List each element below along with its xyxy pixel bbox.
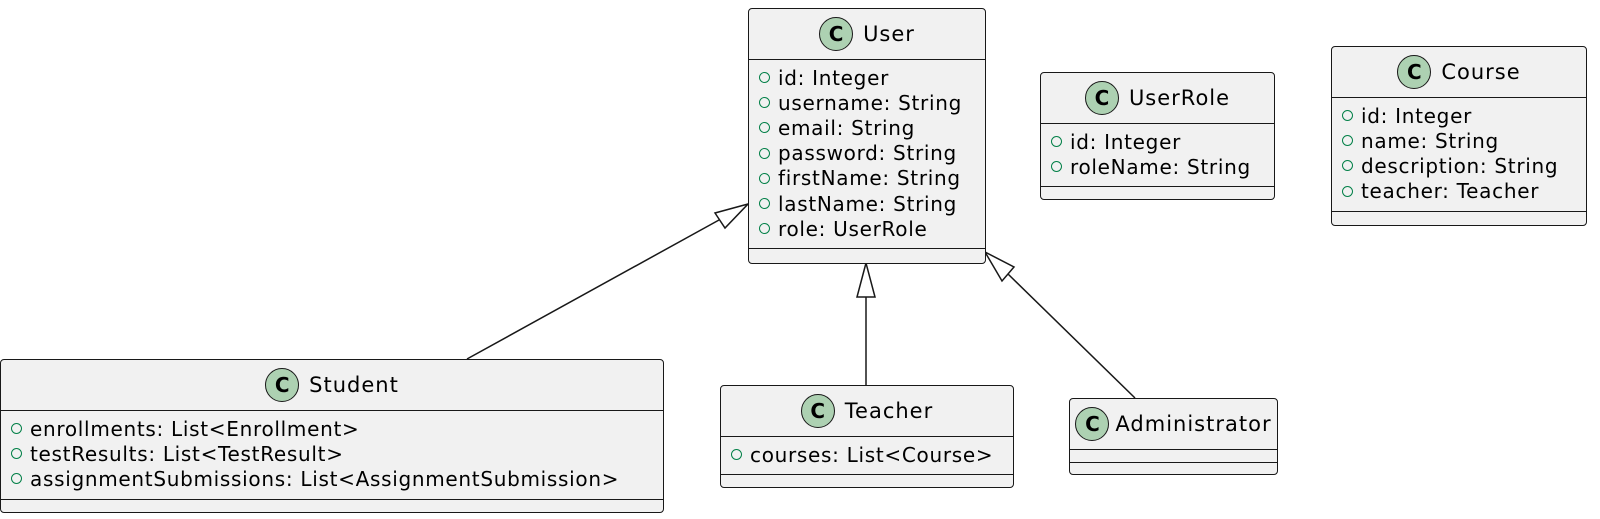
class-userrole[interactable]: C UserRole id: Integer roleName: String — [1040, 72, 1275, 200]
public-visibility-icon — [1342, 110, 1353, 122]
inheritance-arrow-administrator-user — [983, 250, 1016, 283]
method-compartment — [1332, 212, 1586, 220]
class-name: Course — [1441, 60, 1521, 84]
public-visibility-icon — [1342, 185, 1353, 197]
public-visibility-icon — [759, 223, 770, 235]
class-teacher[interactable]: C Teacher courses: List<Course> — [720, 385, 1014, 488]
attribute: description: String — [1332, 153, 1586, 178]
class-user[interactable]: C User id: Integer username: String emai… — [748, 8, 986, 264]
public-visibility-icon — [1342, 160, 1353, 172]
class-c-icon: C — [1084, 81, 1119, 115]
attribute-list: courses: List<Course> — [721, 437, 1013, 476]
class-header: C Teacher — [721, 386, 1013, 437]
attribute-text: courses: List<Course> — [750, 442, 994, 467]
attribute: enrollments: List<Enrollment> — [1, 416, 663, 441]
attribute: testResults: List<TestResult> — [1, 441, 663, 466]
class-header: C User — [749, 9, 985, 60]
attribute: name: String — [1332, 128, 1586, 153]
public-visibility-icon — [1051, 161, 1062, 173]
class-name: Administrator — [1115, 412, 1272, 436]
public-visibility-icon — [11, 448, 22, 460]
attribute: teacher: Teacher — [1332, 179, 1586, 204]
public-visibility-icon — [759, 172, 770, 184]
class-name: Student — [309, 373, 399, 397]
attribute-text: testResults: List<TestResult> — [30, 441, 344, 466]
attribute-text: email: String — [778, 115, 916, 140]
class-c-icon: C — [265, 368, 300, 402]
method-compartment — [721, 475, 1013, 483]
public-visibility-icon — [11, 473, 22, 485]
attribute: roleName: String — [1041, 154, 1274, 179]
attribute-text: firstName: String — [778, 166, 961, 191]
attribute: lastName: String — [749, 191, 985, 216]
attribute-text: lastName: String — [778, 191, 958, 216]
class-administrator[interactable]: C Administrator — [1069, 398, 1278, 475]
public-visibility-icon — [759, 72, 770, 84]
attribute-text: role: UserRole — [778, 216, 928, 241]
class-student[interactable]: C Student enrollments: List<Enrollment> … — [0, 359, 664, 513]
attribute-text: id: Integer — [778, 65, 889, 90]
attribute: password: String — [749, 141, 985, 166]
attribute-text: assignmentSubmissions: List<AssignmentSu… — [30, 466, 620, 491]
public-visibility-icon — [759, 198, 770, 210]
inheritance-line-student-user — [466, 219, 720, 360]
method-compartment — [1, 500, 663, 508]
method-compartment — [1070, 463, 1277, 471]
public-visibility-icon — [759, 97, 770, 109]
public-visibility-icon — [759, 147, 770, 159]
class-header: C UserRole — [1041, 73, 1274, 124]
attribute-text: enrollments: List<Enrollment> — [30, 416, 360, 441]
class-header: C Course — [1332, 47, 1586, 98]
inheritance-arrow-teacher-user — [856, 260, 876, 298]
inheritance-arrow-student-user — [713, 202, 751, 230]
attribute: assignmentSubmissions: List<AssignmentSu… — [1, 466, 663, 491]
attribute-text: id: Integer — [1070, 129, 1181, 154]
attribute-list: enrollments: List<Enrollment> testResult… — [1, 411, 663, 500]
attribute-text: description: String — [1361, 153, 1559, 178]
inheritance-line-administrator-user — [1007, 273, 1136, 399]
attribute: role: UserRole — [749, 216, 985, 241]
public-visibility-icon — [1051, 136, 1062, 148]
attribute: firstName: String — [749, 166, 985, 191]
attribute: id: Integer — [1332, 103, 1586, 128]
class-c-icon: C — [1397, 55, 1432, 89]
method-compartment — [749, 249, 985, 257]
public-visibility-icon — [1342, 135, 1353, 147]
class-name: Teacher — [844, 399, 934, 423]
attribute: username: String — [749, 90, 985, 115]
public-visibility-icon — [731, 449, 742, 461]
attribute-text: teacher: Teacher — [1361, 179, 1540, 204]
method-compartment — [1041, 187, 1274, 195]
public-visibility-icon — [11, 423, 22, 435]
class-c-icon: C — [819, 17, 854, 51]
attribute-text: username: String — [778, 90, 962, 115]
attribute-list: id: Integer username: String email: Stri… — [749, 60, 985, 250]
class-name: UserRole — [1128, 86, 1231, 110]
class-c-icon: C — [1075, 407, 1110, 441]
class-course[interactable]: C Course id: Integer name: String descri… — [1331, 46, 1587, 226]
class-name: User — [863, 22, 915, 46]
class-header: C Student — [1, 360, 663, 411]
attribute-text: password: String — [778, 141, 957, 166]
attribute: email: String — [749, 115, 985, 140]
attribute-text: id: Integer — [1361, 103, 1472, 128]
attribute: id: Integer — [749, 65, 985, 90]
attribute-text: roleName: String — [1070, 154, 1251, 179]
public-visibility-icon — [759, 122, 770, 134]
class-c-icon: C — [800, 394, 835, 428]
class-header: C Administrator — [1070, 399, 1277, 450]
attribute-list — [1070, 450, 1277, 463]
attribute-list: id: Integer roleName: String — [1041, 124, 1274, 188]
attribute-text: name: String — [1361, 128, 1499, 153]
attribute: courses: List<Course> — [721, 442, 1013, 467]
attribute-list: id: Integer name: String description: St… — [1332, 98, 1586, 212]
attribute: id: Integer — [1041, 129, 1274, 154]
